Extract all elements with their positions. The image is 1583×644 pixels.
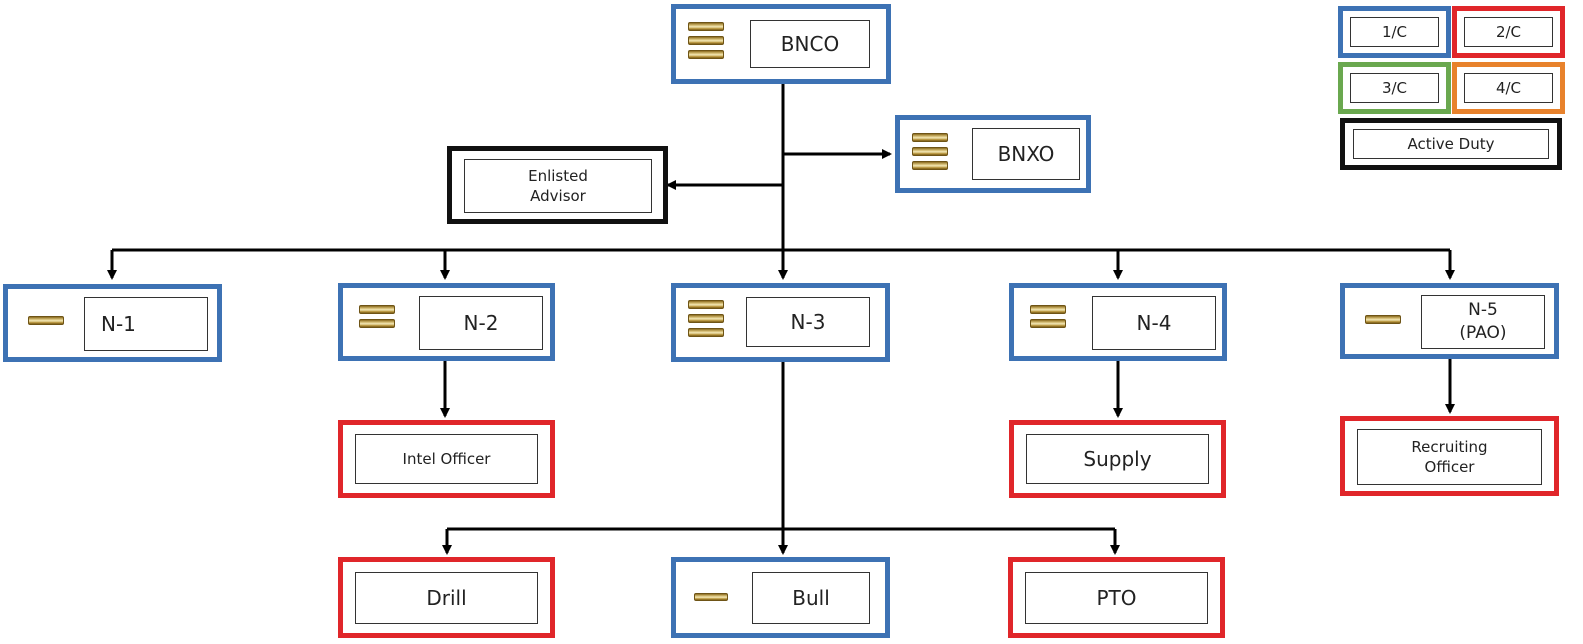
n2-label: N-2	[419, 296, 543, 350]
rank-insignia-icon	[688, 296, 724, 350]
n2-node[interactable]: N-2	[338, 283, 555, 361]
bnxo-node[interactable]: BNXO	[895, 115, 1091, 193]
supply-node[interactable]: Supply	[1009, 420, 1226, 498]
rank-insignia-icon	[688, 18, 724, 70]
legend-active-duty-label: Active Duty	[1353, 129, 1549, 159]
bull-label: Bull	[752, 572, 870, 624]
recruiting-officer-label: Recruiting Officer	[1357, 429, 1542, 485]
n5-node[interactable]: N-5 (PAO)	[1340, 283, 1559, 359]
n3-node[interactable]: N-3	[671, 283, 890, 362]
n4-node[interactable]: N-4	[1009, 283, 1227, 361]
intel-officer-node[interactable]: Intel Officer	[338, 420, 555, 498]
rank-insignia-icon	[1365, 312, 1401, 328]
rank-insignia-icon	[359, 301, 395, 341]
drill-label: Drill	[355, 572, 538, 624]
rank-insignia-icon	[912, 129, 948, 181]
n5-label: N-5 (PAO)	[1421, 295, 1545, 349]
legend-4c-label: 4/C	[1464, 73, 1553, 103]
legend-2c-label: 2/C	[1464, 17, 1553, 47]
legend-3c: 3/C	[1338, 62, 1451, 114]
n3-label: N-3	[746, 297, 870, 347]
rank-insignia-icon	[694, 591, 728, 605]
n4-label: N-4	[1092, 296, 1216, 350]
enlisted-advisor-label: Enlisted Advisor	[464, 159, 652, 213]
legend-1c-label: 1/C	[1350, 17, 1439, 47]
enlisted-advisor-node[interactable]: Enlisted Advisor	[447, 146, 668, 224]
bnco-label: BNCO	[750, 20, 870, 68]
legend-1c: 1/C	[1338, 6, 1451, 58]
drill-node[interactable]: Drill	[338, 557, 555, 638]
n1-node[interactable]: N-1	[3, 284, 222, 362]
recruiting-officer-node[interactable]: Recruiting Officer	[1340, 416, 1559, 496]
supply-label: Supply	[1026, 434, 1209, 484]
bnxo-label: BNXO	[972, 128, 1080, 180]
bull-node[interactable]: Bull	[671, 557, 890, 638]
legend-3c-label: 3/C	[1350, 73, 1439, 103]
pto-label: PTO	[1025, 572, 1208, 624]
rank-insignia-icon	[1030, 301, 1066, 341]
legend-active-duty: Active Duty	[1340, 118, 1562, 170]
pto-node[interactable]: PTO	[1008, 557, 1225, 638]
legend-2c: 2/C	[1452, 6, 1565, 58]
rank-insignia-icon	[28, 313, 64, 329]
bnco-node[interactable]: BNCO	[671, 4, 891, 84]
intel-officer-label: Intel Officer	[355, 434, 538, 484]
n1-label: N-1	[84, 297, 208, 351]
legend-4c: 4/C	[1452, 62, 1565, 114]
